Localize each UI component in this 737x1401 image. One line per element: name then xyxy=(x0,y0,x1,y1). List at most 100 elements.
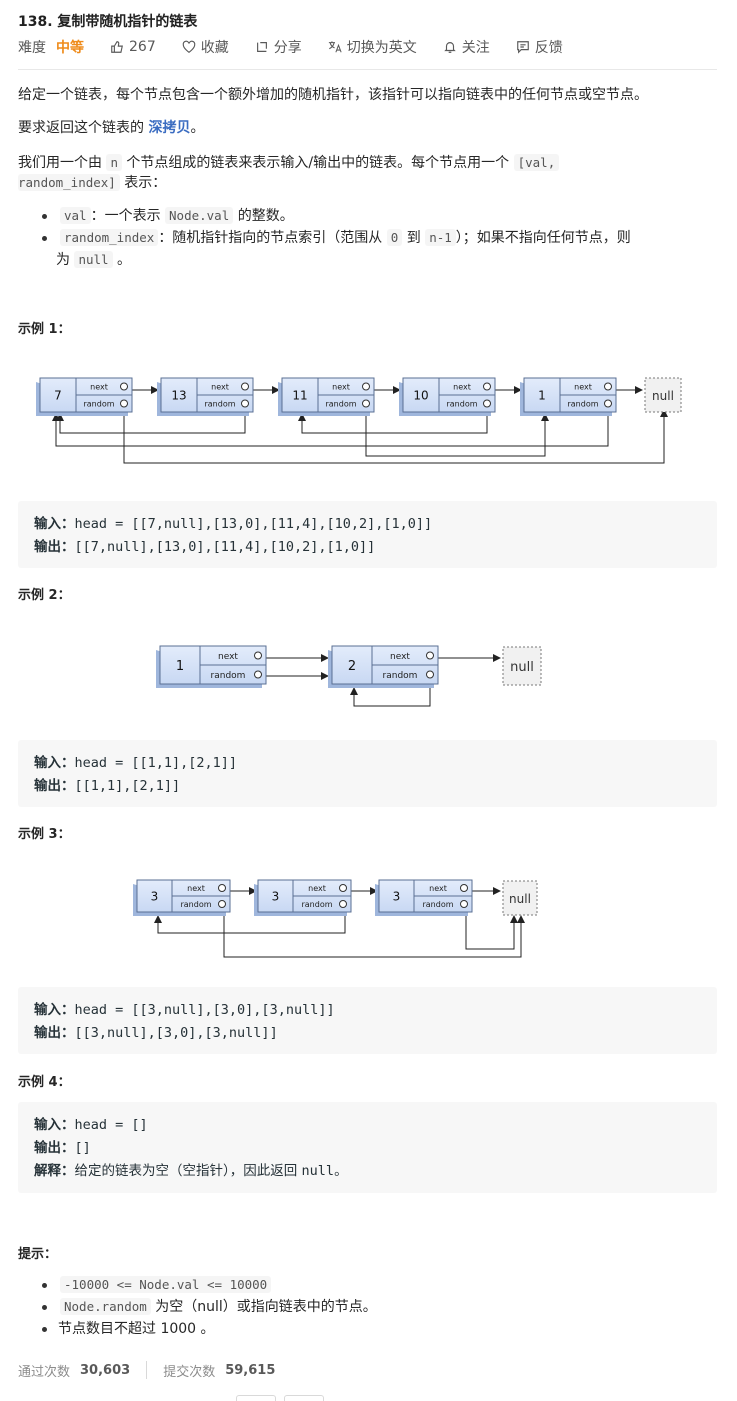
example-1-input-line: 输入：head = [[7,null],[13,0],[11,4],[10,2]… xyxy=(34,513,717,536)
hint-1: -10000 <= Node.val <= 10000 xyxy=(60,1274,272,1296)
example-3-input: head = [[3,null],[3,0],[3,null]] xyxy=(74,1002,335,1018)
next-label: next xyxy=(453,383,471,392)
node-value: 3 xyxy=(151,890,159,904)
example-1-heading: 示例 1： xyxy=(18,322,71,337)
random-label: random xyxy=(567,400,598,409)
next-port xyxy=(604,382,612,391)
translate-icon xyxy=(328,41,342,53)
random-port xyxy=(120,399,128,408)
problem-title: 138. 复制带随机指针的链表 xyxy=(18,14,198,30)
example-4-code: 输入：head = [] 输出：[] 解释：给定的链表为空（空指针），因此返回 … xyxy=(18,1102,717,1193)
random-port xyxy=(426,670,434,679)
p3-text-b: 个节点组成的链表来表示输入/输出中的链表。每个节点用一个 xyxy=(121,155,514,171)
output-label: 输出： xyxy=(34,1140,75,1156)
pointers xyxy=(154,887,525,958)
share-button[interactable]: 分享 xyxy=(255,37,302,57)
feedback-label: 反馈 xyxy=(534,40,563,56)
description-paragraph-1: 给定一个链表，每个节点包含一个额外增加的随机指针，该指针可以指向链表中的任何节点… xyxy=(18,87,648,103)
random-port xyxy=(254,670,262,679)
header-divider xyxy=(18,69,717,70)
random-label: random xyxy=(383,671,418,681)
next-port xyxy=(483,382,491,391)
example-2-input-line: 输入：head = [[1,1],[2,1]] xyxy=(34,752,717,775)
random-label: random xyxy=(211,671,246,681)
b2-code-0: 0 xyxy=(386,229,403,246)
example-1-code: 输入：head = [[7,null],[13,0],[11,4],[10,2]… xyxy=(18,501,717,568)
next-label: next xyxy=(211,383,229,392)
deep-copy-link[interactable]: 深拷贝 xyxy=(148,120,191,136)
node-value: 2 xyxy=(348,659,356,674)
input-label: 输入： xyxy=(34,755,75,771)
example-2-code: 输入：head = [[1,1],[2,1]] 输出：[[1,1],[2,1]] xyxy=(18,740,717,807)
hint-2: Node.random 为空（null）或指向链表中的节点。 xyxy=(60,1296,377,1318)
favorite-button[interactable]: 收藏 xyxy=(182,37,229,57)
p3-code-n: n xyxy=(106,154,122,171)
next-port xyxy=(120,382,128,391)
null-node: null xyxy=(502,880,538,916)
b2-text-a: ：随机指针指向的节点索引（范围从 xyxy=(158,230,387,246)
switch-language-label: 切换为英文 xyxy=(346,40,417,56)
share-label: 分享 xyxy=(273,40,302,56)
bullet-random-index-cont: 为 null 。 xyxy=(56,249,131,271)
random-label: random xyxy=(83,400,114,409)
next-label: next xyxy=(90,383,108,392)
like-button[interactable]: 267 xyxy=(110,39,156,55)
hint-1-code: -10000 <= Node.val <= 10000 xyxy=(60,1276,272,1293)
random-port xyxy=(339,900,347,908)
output-label: 输出： xyxy=(34,539,75,555)
hints-heading: 提示： xyxy=(18,1247,58,1262)
pointers xyxy=(262,654,501,707)
random-port xyxy=(460,900,468,908)
difficulty-label: 难度 xyxy=(18,40,46,56)
bell-icon xyxy=(443,42,456,53)
node-value: 3 xyxy=(393,890,401,904)
example-3-output: [[3,null],[3,0],[3,null]] xyxy=(74,1025,278,1041)
p2-text-a: 要求返回这个链表的 xyxy=(18,120,149,136)
feedback-button[interactable]: 反馈 xyxy=(516,37,563,57)
list-node: 2 next random xyxy=(328,645,439,688)
input-label: 输入： xyxy=(34,1117,75,1133)
p3-text-a: 我们用一个由 xyxy=(18,155,107,171)
example-2-output-line: 输出：[[1,1],[2,1]] xyxy=(34,775,717,798)
hint-3: 节点数目不超过 1000 。 xyxy=(58,1321,215,1337)
bullet-dot xyxy=(42,1283,47,1288)
input-label: 输入： xyxy=(34,516,75,532)
next-label: next xyxy=(390,652,410,662)
switch-language-button[interactable]: 切换为英文 xyxy=(328,37,417,57)
p3-code-val: [val, xyxy=(513,154,560,171)
submission-stats: 通过次数 30,603 提交次数 59,615 xyxy=(18,1361,276,1380)
p3-code-random-index: random_index] xyxy=(18,174,120,191)
feedback-icon xyxy=(516,41,529,54)
random-port xyxy=(241,399,249,408)
thumbs-up-icon xyxy=(111,41,123,53)
example-3-code: 输入：head = [[3,null],[3,0],[3,null]] 输出：[… xyxy=(18,987,717,1054)
output-label: 输出： xyxy=(34,778,75,794)
node-value: 3 xyxy=(272,890,280,904)
next-port xyxy=(362,382,370,391)
node-value: 1 xyxy=(538,389,546,403)
node-value: 7 xyxy=(54,389,62,403)
pager-button[interactable] xyxy=(236,1395,276,1401)
follow-button[interactable]: 关注 xyxy=(443,37,490,57)
bullet-dot xyxy=(42,214,47,219)
example-3-heading: 示例 3： xyxy=(18,827,71,842)
b1-code-val: val xyxy=(60,207,91,224)
description-paragraph-3-cont: random_index] 表示： xyxy=(18,172,166,194)
input-label: 输入： xyxy=(34,1002,75,1018)
submitted-count: 59,615 xyxy=(225,1362,276,1378)
hint-2-code: Node.random xyxy=(60,1298,151,1315)
pager-button[interactable] xyxy=(284,1395,324,1401)
difficulty-value: 中等 xyxy=(56,40,84,56)
next-label: next xyxy=(429,884,447,893)
